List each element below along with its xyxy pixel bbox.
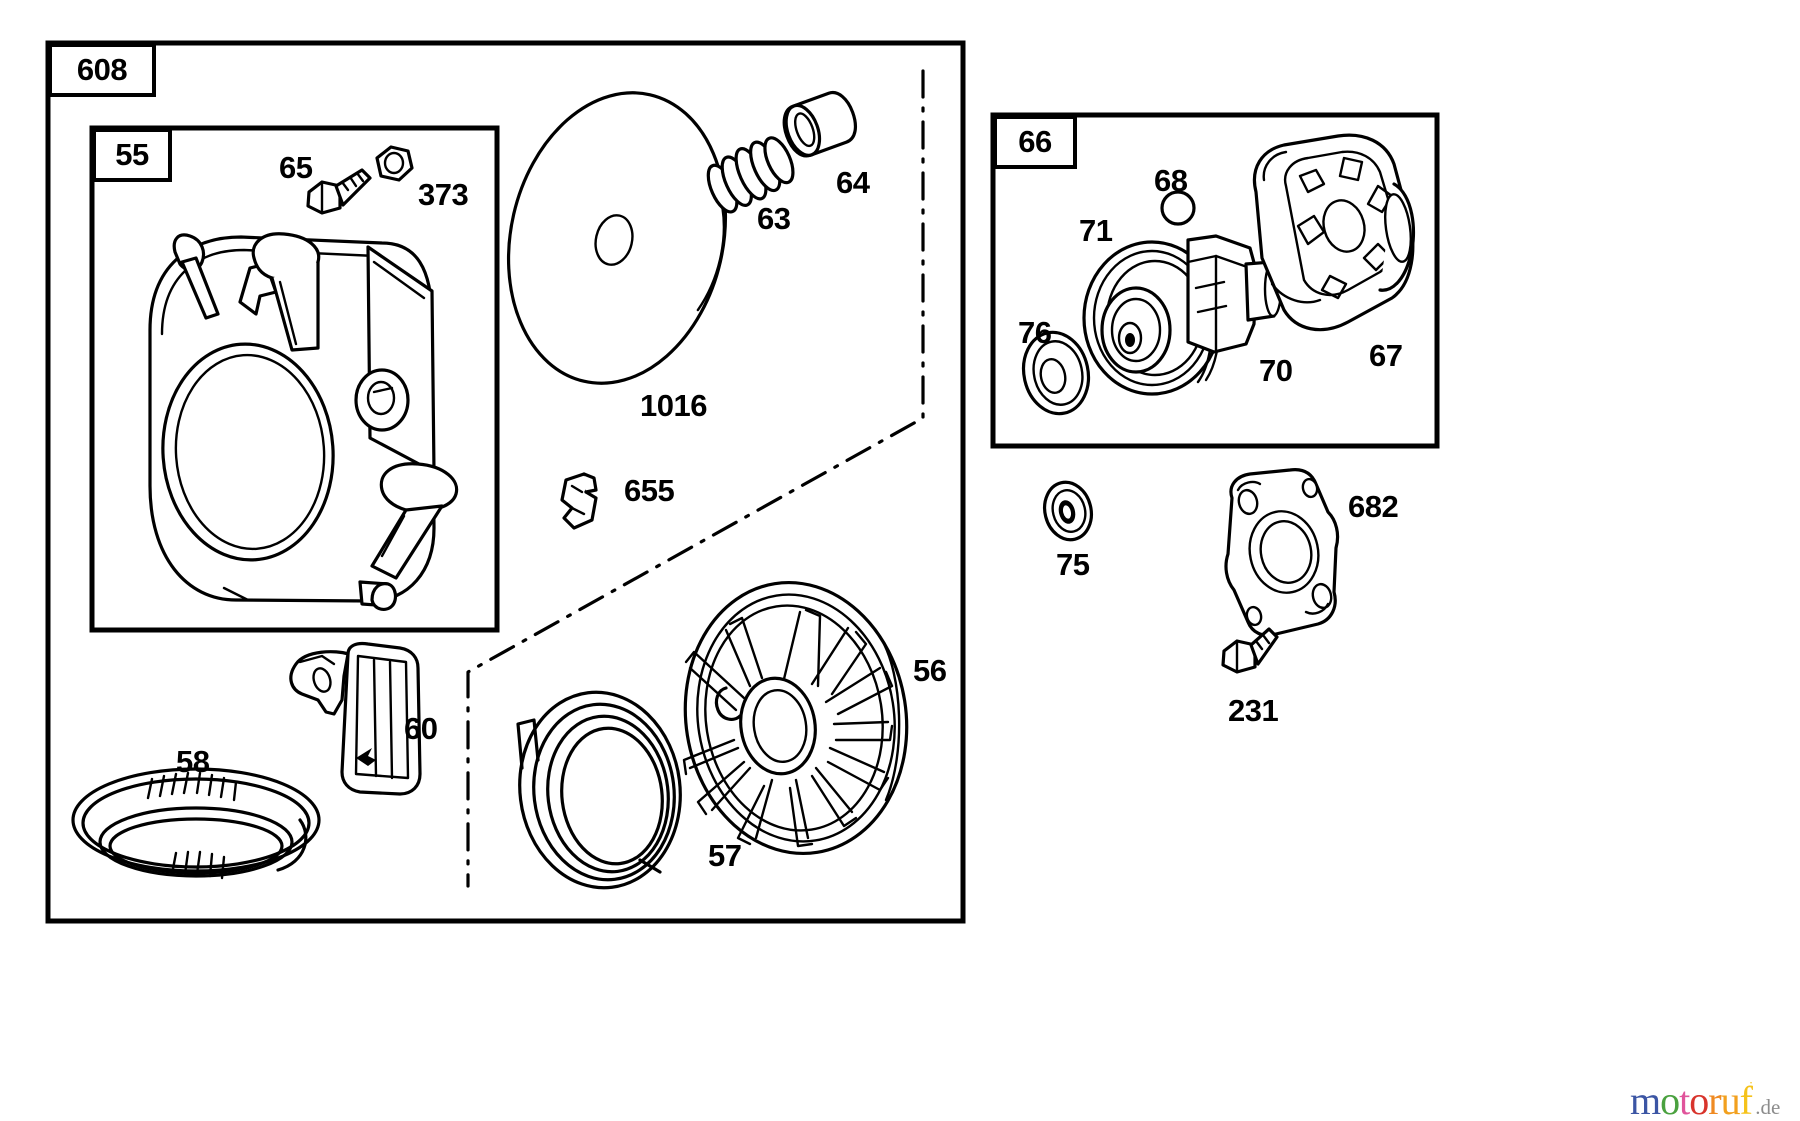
part-67-clutch-housing xyxy=(1252,133,1416,332)
part-65-screw xyxy=(306,168,372,215)
part-76-seal xyxy=(1021,330,1091,416)
callout-231-screw[interactable]: 231 xyxy=(1228,693,1279,728)
callout-608-label: 608 xyxy=(76,52,128,87)
callout-682-bearing-support[interactable]: 682 xyxy=(1348,489,1399,524)
callout-71-pulley-hub[interactable]: 71 xyxy=(1079,213,1113,248)
group-frame-608 xyxy=(45,40,966,924)
part-655-clip xyxy=(560,472,598,530)
callout-57-label: 57 xyxy=(708,838,742,873)
callout-655-label: 655 xyxy=(624,473,675,508)
callout-71-label: 71 xyxy=(1079,213,1113,248)
callout-231-label: 231 xyxy=(1228,693,1279,728)
callout-66-starter-clutch[interactable]: 66 xyxy=(993,115,1077,169)
callout-76-seal[interactable]: 76 xyxy=(1018,315,1052,350)
wm-dot: · xyxy=(1748,1075,1753,1090)
callout-75-label: 75 xyxy=(1056,547,1090,582)
callout-56-label: 56 xyxy=(913,653,947,688)
wm-suffix-de: .de xyxy=(1755,1095,1781,1120)
callout-55-starter-housing[interactable]: 55 xyxy=(92,128,172,182)
callout-58-label: 58 xyxy=(176,744,210,779)
callout-63-spring[interactable]: 63 xyxy=(757,201,791,236)
part-70-clutch-nut xyxy=(1186,234,1283,354)
callout-64-label: 64 xyxy=(836,165,870,200)
watermark-text: motoruf·.de xyxy=(1630,1075,1781,1121)
callout-70-label: 70 xyxy=(1259,353,1293,388)
part-75-oil-seal xyxy=(1043,480,1093,542)
callout-65-label: 65 xyxy=(279,150,313,185)
callout-67-label: 67 xyxy=(1369,338,1403,373)
wm-letter-o1: o xyxy=(1660,1078,1680,1121)
part-60-rope-handle xyxy=(289,641,422,796)
part-64-bushing xyxy=(782,90,858,158)
callout-608-rewind-starter[interactable]: 608 xyxy=(48,43,156,97)
callout-66-label: 66 xyxy=(1018,124,1052,159)
callout-1016-friction-washer[interactable]: 1016 xyxy=(640,390,707,421)
callout-373-label: 373 xyxy=(418,177,469,212)
callout-55-label: 55 xyxy=(115,137,149,172)
wm-letter-f: f xyxy=(1739,1078,1753,1121)
callout-75-oil-seal[interactable]: 75 xyxy=(1056,547,1090,582)
part-63-spring xyxy=(706,136,795,214)
callout-58-starter-rope[interactable]: 58 xyxy=(176,744,210,779)
part-231-screw xyxy=(1221,627,1279,674)
callout-76-label: 76 xyxy=(1018,315,1052,350)
part-682-bearing-support xyxy=(1224,468,1340,637)
wm-letter-u: u xyxy=(1720,1078,1741,1121)
wm-letter-r: r xyxy=(1708,1078,1721,1121)
callout-682-label: 682 xyxy=(1348,489,1399,524)
group-frame-66 xyxy=(990,112,1440,449)
callout-67-clutch-housing[interactable]: 67 xyxy=(1369,338,1403,373)
callout-63-label: 63 xyxy=(757,201,791,236)
part-55-starter-housing xyxy=(148,232,459,611)
dash-dot-partition xyxy=(466,69,925,888)
part-71-clutch-pulley xyxy=(1082,240,1222,396)
part-58-starter-rope xyxy=(71,767,321,880)
part-57-rewind-spring xyxy=(516,690,682,890)
callout-68-label: 68 xyxy=(1154,163,1188,198)
wm-letter-m: m xyxy=(1630,1078,1661,1121)
group-frame-55 xyxy=(89,125,500,633)
callout-65-screw[interactable]: 65 xyxy=(279,150,313,185)
part-1016-friction-washer xyxy=(506,91,728,385)
callout-655-clip[interactable]: 655 xyxy=(624,473,675,508)
callout-373-nut[interactable]: 373 xyxy=(418,177,469,212)
callout-60-rope-handle[interactable]: 60 xyxy=(404,711,438,746)
callout-68-ball[interactable]: 68 xyxy=(1154,163,1188,198)
callout-64-bushing[interactable]: 64 xyxy=(836,165,870,200)
part-56-pulley xyxy=(682,580,909,856)
wm-letter-o2: o xyxy=(1689,1078,1709,1121)
part-373-nut xyxy=(375,145,414,182)
callout-56-pulley[interactable]: 56 xyxy=(913,653,947,688)
callout-1016-label: 1016 xyxy=(640,388,707,423)
wm-letter-t: t xyxy=(1679,1078,1690,1121)
callout-60-label: 60 xyxy=(404,711,438,746)
motoruf-watermark: motoruf·.de xyxy=(1630,1074,1790,1121)
part-68-ball xyxy=(1160,190,1196,226)
callout-57-rewind-spring[interactable]: 57 xyxy=(708,838,742,873)
callout-70-clutch-nut[interactable]: 70 xyxy=(1259,353,1293,388)
